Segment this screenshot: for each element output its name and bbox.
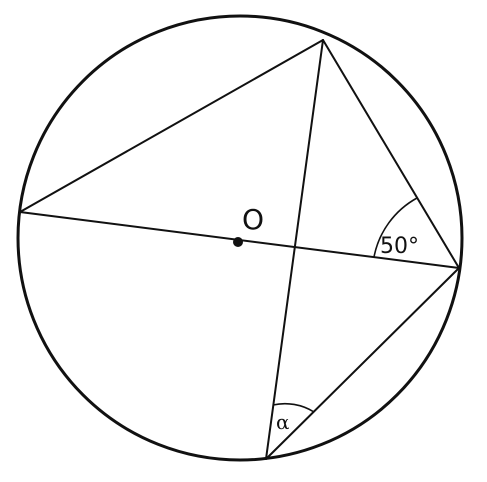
center-label: O [242, 203, 264, 236]
angle-label-alpha: α [276, 410, 290, 434]
circumscribed-circle [16, 14, 464, 462]
chord-left-top [19, 39, 324, 213]
angle-arc-alpha [272, 402, 315, 413]
chord-top-bottom [265, 39, 324, 460]
chord-bottom-right [265, 267, 460, 460]
angle-arc-50 [373, 197, 418, 258]
angle-label-50: 50° [380, 234, 419, 259]
center-point-o [233, 237, 243, 247]
chord-top-right [322, 39, 460, 269]
